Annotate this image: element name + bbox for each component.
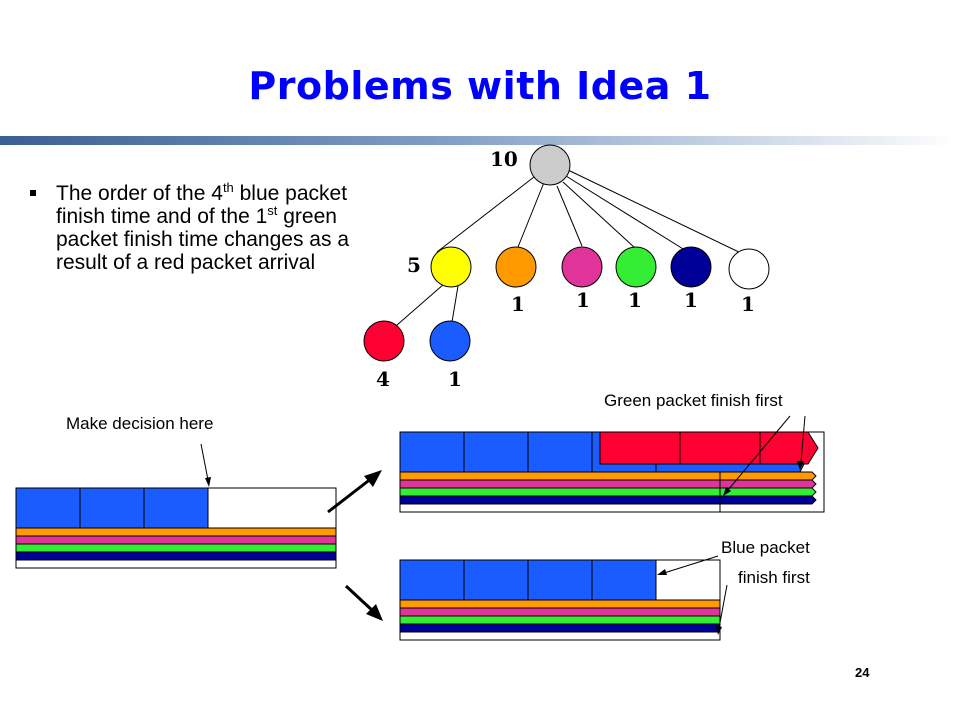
red-packet [759,431,819,465]
tree-child-node-pink [561,246,603,288]
blue-packet [463,431,529,473]
bullet-sup-st: st [267,203,278,218]
pink-stripe [15,535,337,545]
tree-edge [565,175,689,253]
callout-line-decision [200,443,209,481]
callout-arrows [200,415,806,635]
blue-packet [143,487,209,529]
queue-blue-first [399,559,721,641]
bullet-mark [30,190,36,196]
navy-stripe [399,495,817,505]
navy-stripe [15,551,337,561]
child-weight-orange: 1 [511,292,525,316]
orange-stripe [15,527,337,537]
red-packet [599,431,681,465]
blue-first-label-line1: Blue packet [721,538,810,557]
blue-packet [79,487,145,529]
blue-packet [527,431,593,473]
callout-line-blue-2 [718,584,728,629]
queue-green-first [399,431,825,513]
page-number: 24 [855,665,870,680]
queue-current [15,487,337,569]
tree-child-node-yellow [430,246,472,288]
child-weight-pink: 1 [576,288,590,312]
tree-grandchild-node-blue [429,320,471,362]
header-bar [0,136,960,145]
tree-edges [396,169,746,326]
callout-line-blue [663,555,719,574]
tree-child-node-navy [670,246,712,288]
root-weight: 10 [490,147,518,171]
blue-packet [463,559,529,601]
tree-edge [517,179,546,248]
callout-line-green [800,415,806,463]
blue-packet [399,559,465,601]
tree-edge [562,181,636,249]
blue-packet [15,487,81,529]
bullet-text: The order of the 4th blue packet finish … [56,180,386,274]
pink-stripe [399,479,817,489]
pink-stripe [399,607,721,617]
bullet-sup-th: th [222,180,234,195]
tree-child-node-green [615,246,657,288]
slide-title: Problems with Idea 1 [248,64,712,108]
grandchild-weight-red: 4 [376,367,390,391]
tree-edge [451,285,459,323]
child-weight-yellow: 5 [407,253,421,277]
green-stripe [399,487,817,497]
bullet-text-part3: green packet finish time changes as a re… [56,205,349,274]
child-weight-white: 1 [741,292,755,316]
arrow-down-right [344,584,376,614]
callout-head-green-2 [723,487,731,496]
make-decision-label: Make decision here [66,414,214,433]
tree-edge [436,169,544,253]
blue-first-label-line2: finish first [738,568,810,587]
tree-nodes [363,144,770,362]
callout-head-blue [657,569,667,575]
child-weight-navy: 1 [684,288,698,312]
green-first-label: Green packet finish first [604,391,783,410]
callout-head-green [797,461,804,470]
tree-child-node-orange [495,246,537,288]
bullet-text-part2: blue packet finish time and of the 1 [56,182,348,228]
green-stripe [15,543,337,553]
navy-stripe [399,623,721,633]
callout-head-blue-2 [716,626,722,635]
bullet-text-part1: The order of the 4 [56,182,223,205]
red-packet [679,431,761,465]
grandchild-weight-blue: 1 [448,367,462,391]
arrow-down-right-head [366,604,383,621]
arrow-up-right-head [364,470,382,487]
callout-line-green-2 [727,415,791,491]
blue-packet [399,431,465,473]
child-weight-green: 1 [628,288,642,312]
arrow-up-right [327,476,373,514]
orange-stripe [399,471,817,481]
tree-edge [396,283,445,326]
callout-head-decision [205,477,211,487]
tree-child-node-white [728,248,770,290]
tree-grandchild-node-red [363,320,405,362]
tree-root-node [529,144,571,186]
blue-packet [591,559,657,601]
green-stripe [399,615,721,625]
branch-arrows [327,470,383,621]
tree-edge [567,169,746,256]
blue-packet [527,559,593,601]
orange-stripe [399,599,721,609]
tree-edge [556,185,583,247]
